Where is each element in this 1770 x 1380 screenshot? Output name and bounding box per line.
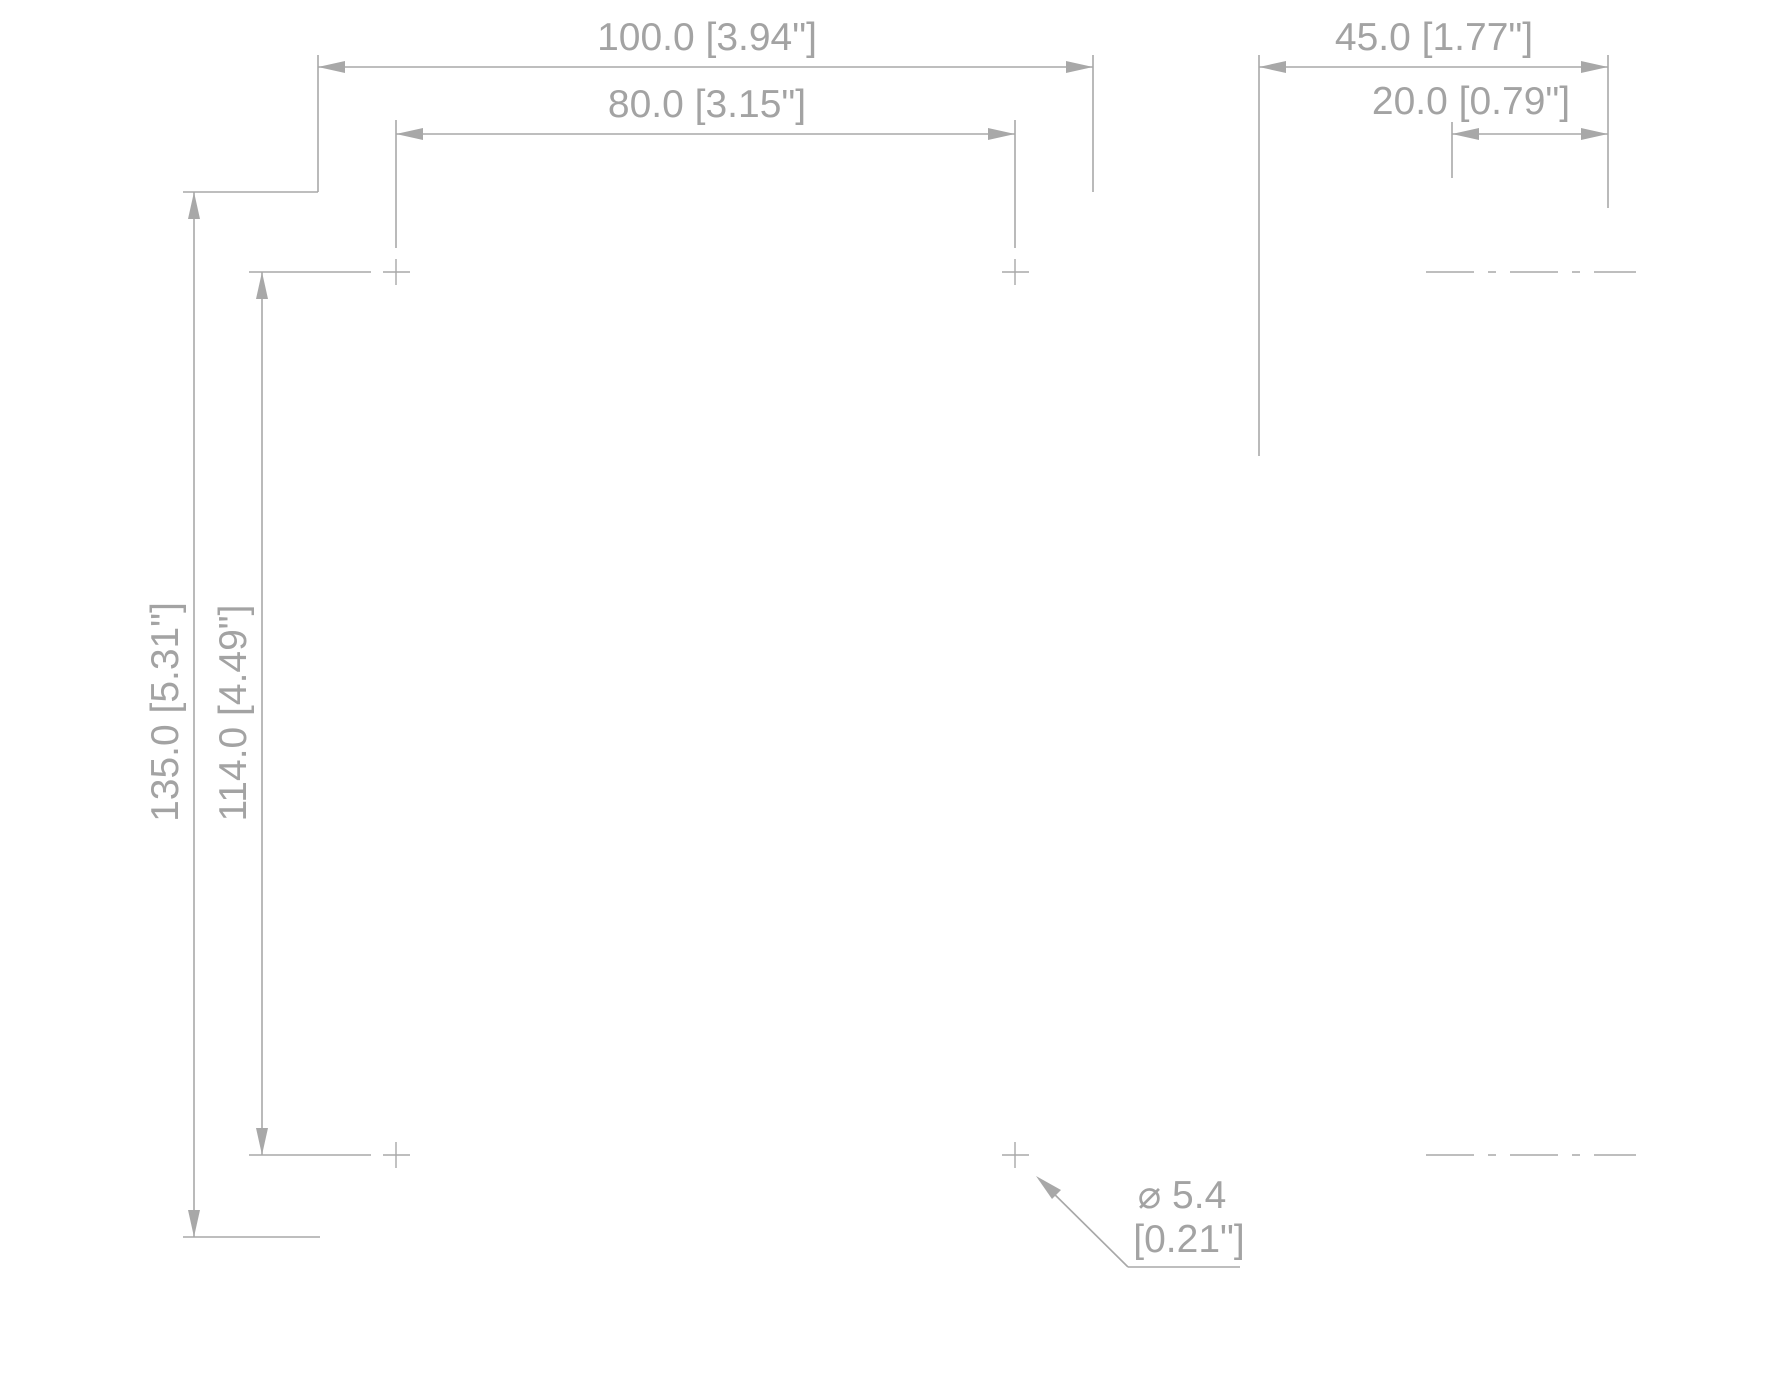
arrowhead xyxy=(988,128,1015,140)
hole-center-marks xyxy=(383,259,1029,1168)
arrowhead xyxy=(1036,1176,1061,1199)
hole-spacing-vertical-label: 114.0 [4.49"] xyxy=(212,605,255,822)
overall-width-label: 100.0 [3.94"] xyxy=(597,16,817,59)
hole-diameter-callout: ⌀ 5.4 [0.21"] xyxy=(1036,1174,1245,1268)
overall-depth-dimension: 45.0 [1.77"] xyxy=(1258,16,1609,456)
arrowhead xyxy=(318,61,345,73)
hole-center-mark xyxy=(1002,1142,1029,1168)
hole-diameter-mm-label: ⌀ 5.4 xyxy=(1138,1174,1227,1217)
arrowhead xyxy=(188,192,200,219)
arrowhead xyxy=(1581,61,1608,73)
arrowhead xyxy=(1066,61,1093,73)
arrowhead xyxy=(256,1128,268,1155)
hole-spacing-horizontal-label: 80.0 [3.15"] xyxy=(608,83,806,126)
arrowhead xyxy=(1581,128,1608,140)
overall-depth-label: 45.0 [1.77"] xyxy=(1335,16,1533,59)
hole-offset-depth-label: 20.0 [0.79"] xyxy=(1372,80,1570,123)
hole-diameter-in-label: [0.21"] xyxy=(1133,1218,1244,1261)
hole-spacing-vertical-dimension: 114.0 [4.49"] xyxy=(212,271,371,1156)
hole-offset-depth-dimension: 20.0 [0.79"] xyxy=(1372,80,1608,178)
hole-center-mark xyxy=(383,1142,410,1168)
arrowhead xyxy=(1452,128,1479,140)
arrowhead xyxy=(256,272,268,299)
arrowhead xyxy=(1259,61,1286,73)
hole-center-mark xyxy=(1002,259,1029,285)
overall-height-label: 135.0 [5.31"] xyxy=(144,602,187,822)
overall-width-dimension: 100.0 [3.94"] xyxy=(317,16,1094,192)
hole-center-mark xyxy=(383,259,410,285)
side-view-centerlines xyxy=(1426,271,1636,1156)
arrowhead xyxy=(188,1210,200,1237)
arrowhead xyxy=(396,128,423,140)
hole-spacing-horizontal-dimension: 80.0 [3.15"] xyxy=(395,83,1016,248)
overall-height-dimension: 135.0 [5.31"] xyxy=(144,191,320,1238)
